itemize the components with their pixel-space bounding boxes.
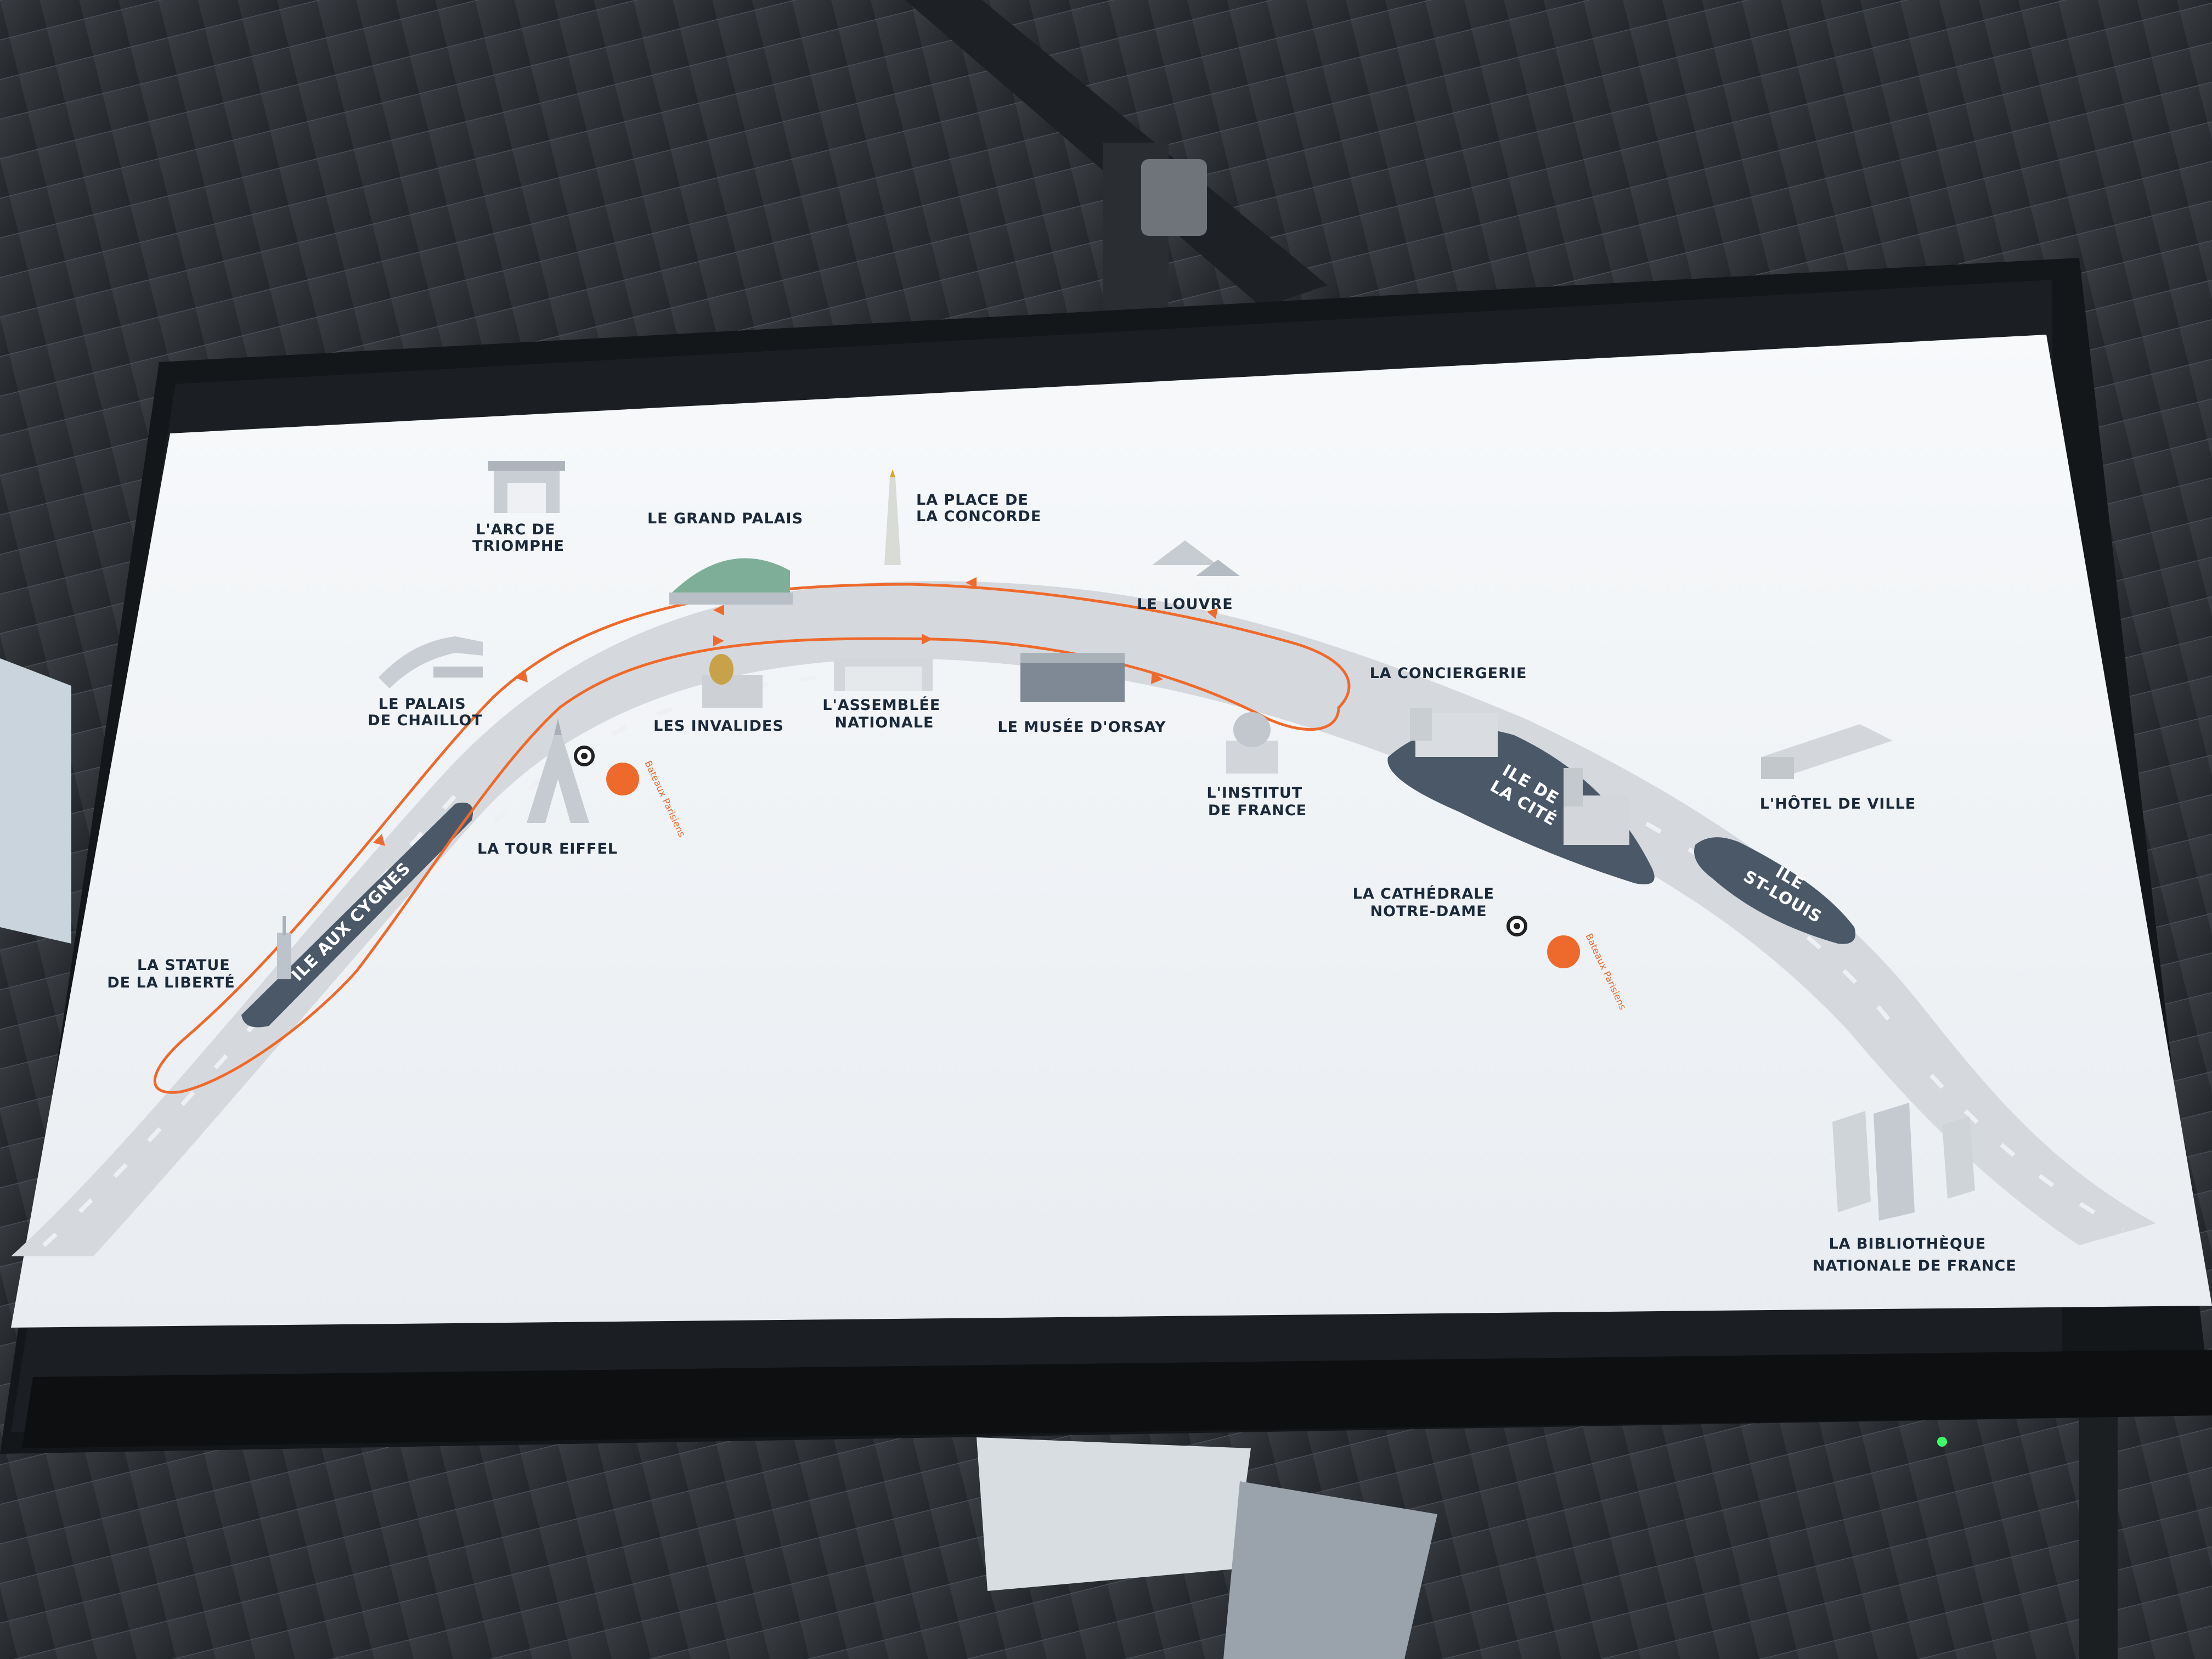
label-louvre: LE LOUVRE <box>1137 596 1233 613</box>
window-left <box>0 658 71 944</box>
hotel-de-ville-icon <box>1761 724 1893 779</box>
musee-orsay-icon <box>1020 653 1125 702</box>
label-assemblee: L'ASSEMBLÉE NATIONALE <box>822 696 946 731</box>
label-institut: L'INSTITUT DE FRANCE <box>1206 785 1308 819</box>
window-bottom-right <box>1223 1481 1437 1659</box>
eiffel-tower-icon <box>527 719 589 823</box>
label-musee-orsay: LE MUSÉE D'ORSAY <box>997 718 1166 736</box>
statue-liberte-icon <box>277 916 291 979</box>
label-grand-palais: LE GRAND PALAIS <box>647 510 803 527</box>
river-seine <box>11 581 2156 1256</box>
window-bottom <box>977 1437 1251 1591</box>
label-tour-eiffel: LA TOUR EIFFEL <box>477 840 618 857</box>
louvre-pyramid-icon <box>1152 540 1240 576</box>
tv-bottom-bar <box>22 1350 2212 1448</box>
label-bnf: LA BIBLIOTHÈQUE NATIONALE DE FRANCE <box>1813 1235 2017 1274</box>
label-palais-chaillot: LE PALAIS DE CHAILLOT <box>368 696 482 729</box>
pole <box>2079 1404 2118 1659</box>
label-conciergerie: LA CONCIERGERIE <box>1370 665 1527 682</box>
label-place-concorde: LA PLACE DE LA CONCORDE <box>916 492 1041 525</box>
palais-de-chaillot-icon <box>379 636 483 689</box>
arc-de-triomphe-icon <box>488 461 565 513</box>
river-waves <box>42 670 2124 1247</box>
bateaux-logo-icon <box>606 763 639 795</box>
island-cygnes <box>241 803 473 1028</box>
route-arrows <box>373 577 1218 846</box>
notre-dame-icon <box>1564 768 1629 845</box>
label-statue-liberte: LA STATUE DE LA LIBERTÉ <box>107 957 236 991</box>
mount-clamp <box>1141 159 1207 236</box>
island-st-louis <box>1694 837 1855 944</box>
label-invalides: LES INVALIDES <box>653 718 784 735</box>
conciergerie-icon <box>1410 708 1498 757</box>
bnf-towers-icon <box>1832 1103 1975 1221</box>
cruise-route <box>153 583 1351 1094</box>
assemblee-nationale-icon <box>834 658 933 691</box>
map-screen <box>11 335 2212 1328</box>
les-invalides-icon <box>702 654 763 708</box>
label-arc-de-triomphe: L'ARC DE TRIOMPHE <box>472 521 565 555</box>
power-led <box>1937 1437 1947 1447</box>
institut-de-france-icon <box>1226 712 1278 774</box>
label-notre-dame: LA CATHÉDRALE NOTRE-DAME <box>1353 885 1500 920</box>
island-cite <box>1387 727 1655 884</box>
label-hotel-de-ville: L'HÔTEL DE VILLE <box>1760 795 1916 812</box>
grand-palais-icon <box>669 558 793 605</box>
concorde-obelisk-icon <box>884 469 901 565</box>
bateaux-logo-icon <box>1547 935 1580 968</box>
